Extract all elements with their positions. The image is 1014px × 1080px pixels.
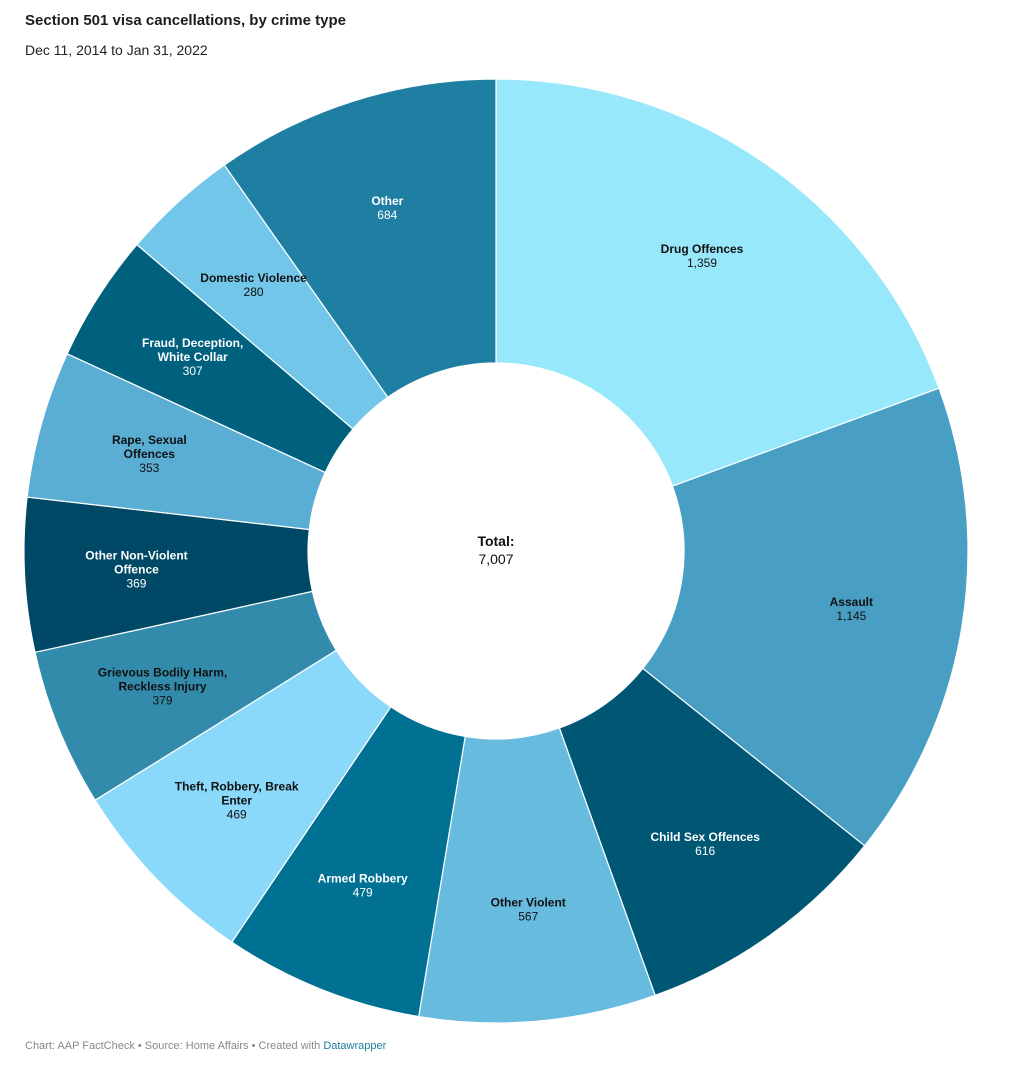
slice-label-name: Reckless Injury xyxy=(118,680,206,694)
center-total-label: Total: xyxy=(477,533,514,549)
slice-label-name: Other Violent xyxy=(491,896,566,910)
slice-label-name: Rape, Sexual xyxy=(112,433,187,447)
slice-label-value: 1,145 xyxy=(836,609,866,623)
slice-label-name: Drug Offences xyxy=(661,242,744,256)
slice-label-value: 567 xyxy=(518,910,538,924)
slice-label-name: Child Sex Offences xyxy=(651,830,761,844)
slice-label-value: 369 xyxy=(126,576,146,590)
datawrapper-link[interactable]: Datawrapper xyxy=(323,1040,387,1052)
donut-slice xyxy=(641,387,969,847)
slice-label-value: 379 xyxy=(153,694,173,708)
slice-label-value: 307 xyxy=(183,364,203,378)
donut-slice xyxy=(223,78,497,399)
slice-label-name: Offences xyxy=(124,447,176,461)
slice-label-value: 469 xyxy=(227,808,247,822)
slice-label-name: Armed Robbery xyxy=(318,871,408,885)
footer-credits: Chart: AAP FactCheck • Source: Home Affa… xyxy=(25,1040,386,1052)
slice-label-value: 353 xyxy=(139,461,159,475)
slice-label-name: Grievous Bodily Harm, xyxy=(98,666,227,680)
slice-label-name: Domestic Violence xyxy=(200,271,307,285)
slice-label-name: Other Non-Violent xyxy=(85,548,187,562)
slice-label-name: Assault xyxy=(830,595,873,609)
donut-slice xyxy=(495,78,940,487)
slice-label-value: 1,359 xyxy=(687,256,717,270)
chart-title: Section 501 visa cancellations, by crime… xyxy=(25,12,346,29)
slice-label-name: Theft, Robbery, Break xyxy=(175,780,299,794)
donut-slice xyxy=(558,667,866,997)
slices-layer xyxy=(23,78,969,1024)
slice-label-value: 479 xyxy=(353,885,373,899)
donut-slice xyxy=(417,727,656,1024)
slice-label-value: 616 xyxy=(695,844,715,858)
slice-label-name: Fraud, Deception, xyxy=(142,336,243,350)
center-total-value: 7,007 xyxy=(478,551,513,567)
slice-label-name: Other xyxy=(371,194,403,208)
slice-label-name: Enter xyxy=(221,794,252,808)
footer-source-text: Chart: AAP FactCheck • Source: Home Affa… xyxy=(25,1040,324,1052)
slice-label-value: 684 xyxy=(377,208,397,222)
slice-label-name: White Collar xyxy=(158,350,228,364)
chart-subtitle: Dec 11, 2014 to Jan 31, 2022 xyxy=(25,42,208,58)
slice-label-value: 280 xyxy=(244,285,264,299)
slice-label-name: Offence xyxy=(114,562,159,576)
